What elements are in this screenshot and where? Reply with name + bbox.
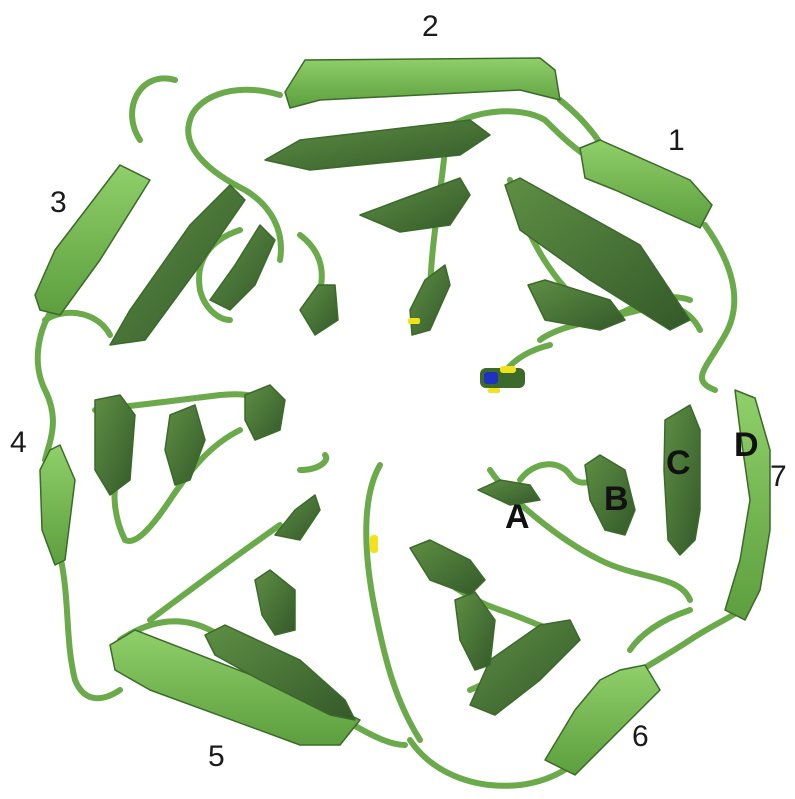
strand-label-d: D [734,428,759,462]
blade-label-1: 1 [668,126,685,156]
ligand-atoms [370,318,525,553]
blade-label-3: 3 [50,188,67,218]
blade-label-2: 2 [422,12,439,42]
blade-label-7: 7 [770,462,787,492]
strand-label-c: C [666,446,691,480]
strand-label-a: A [505,500,530,534]
blade-label-5: 5 [208,742,225,772]
blade-label-6: 6 [632,722,649,752]
blade-label-4: 4 [10,428,27,458]
strand-label-b: B [604,482,629,516]
beta-strands [35,58,770,775]
